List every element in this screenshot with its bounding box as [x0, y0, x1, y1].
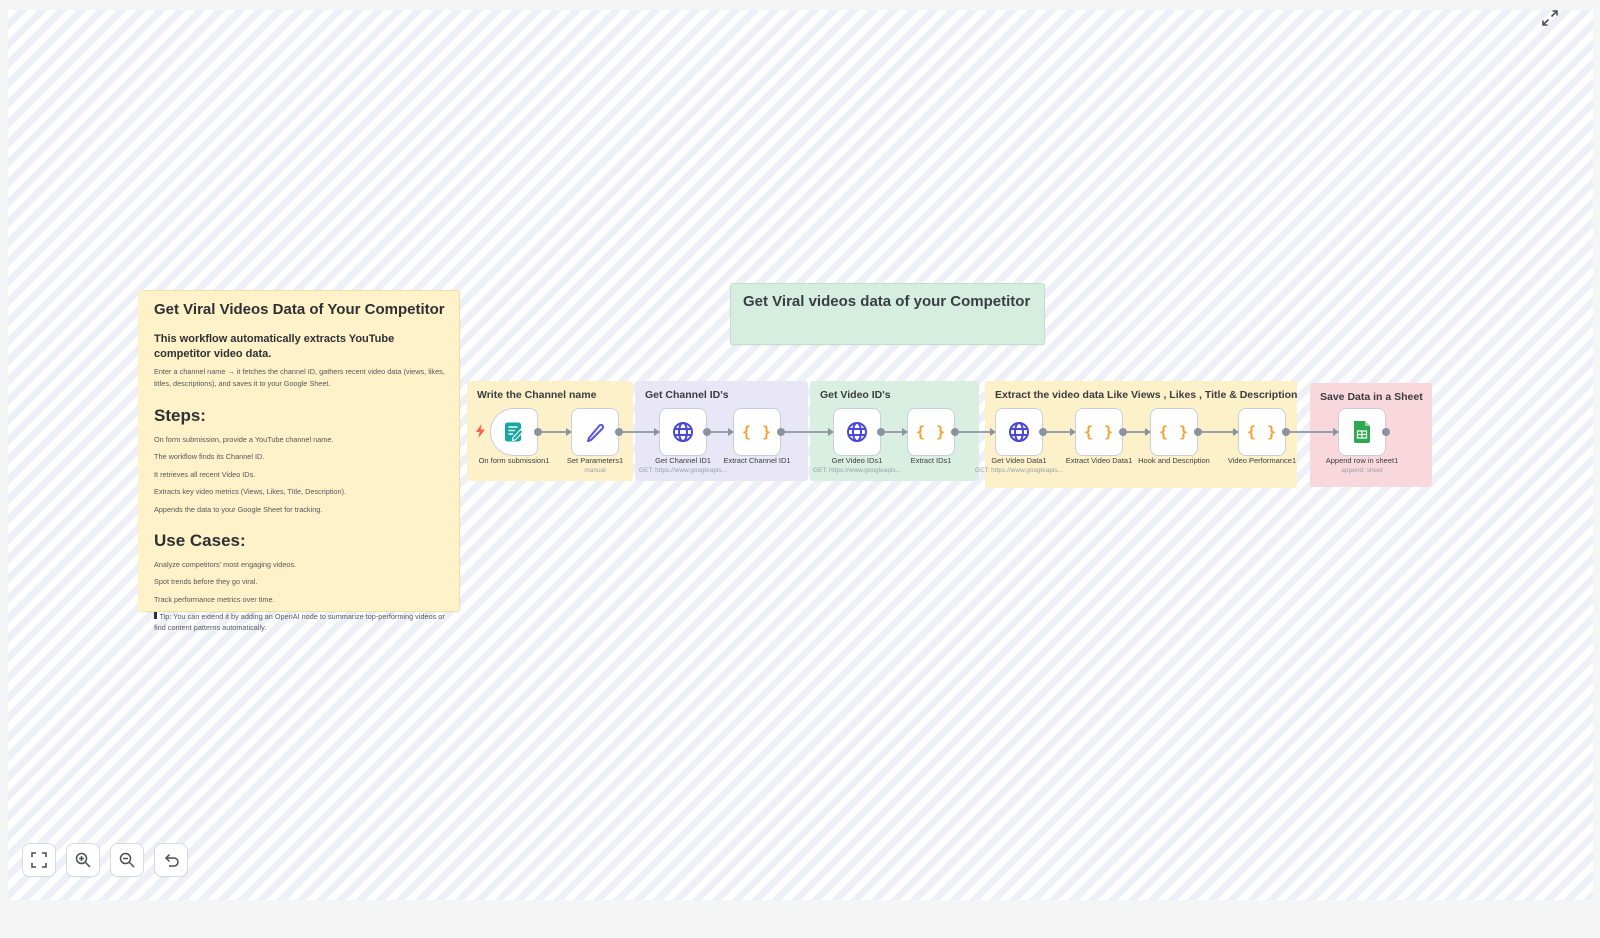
globe-icon [1007, 420, 1031, 444]
node-set-parameters[interactable] [566, 408, 623, 456]
input-port [902, 427, 908, 436]
output-port[interactable] [703, 428, 711, 436]
connection-wire [540, 431, 569, 433]
step-item: On form submission, provide a YouTube ch… [154, 434, 334, 444]
sticky-note-description[interactable]: Get Viral Videos Data of Your Competitor… [138, 290, 460, 632]
output-port[interactable] [951, 428, 959, 436]
input-port [990, 427, 996, 436]
connection-wire [621, 431, 657, 433]
note-intro: Enter a channel name → it fetches the ch… [154, 367, 445, 388]
step-item: The workflow finds its Channel ID. [154, 452, 265, 462]
connection-wire [1045, 431, 1073, 433]
zoom-out-icon [119, 852, 135, 868]
use-cases-heading: Use Cases: [154, 530, 246, 550]
code-braces-icon: { } [1083, 423, 1115, 441]
node-on-form-submission[interactable] [490, 408, 542, 456]
output-port[interactable] [1039, 428, 1047, 436]
node-extract-ids[interactable]: { } [902, 408, 959, 456]
fit-view-button[interactable] [22, 843, 56, 877]
expand-icon[interactable] [1540, 8, 1560, 28]
node-extract-video-data[interactable]: { } [1070, 408, 1127, 456]
form-trigger-icon [503, 421, 525, 443]
step-item: Extracts key video metrics (Views, Likes… [154, 487, 347, 497]
zoom-out-button[interactable] [110, 843, 144, 877]
code-braces-icon: { } [915, 423, 947, 441]
output-port[interactable] [877, 428, 885, 436]
group-label: Extract the video data Like Views , Like… [995, 389, 1298, 401]
connection-wire [1288, 431, 1336, 433]
output-port[interactable] [1119, 428, 1127, 436]
output-port[interactable] [1282, 428, 1290, 436]
output-port[interactable] [1194, 428, 1202, 436]
lightbulb-icon [154, 612, 157, 620]
steps-heading: Steps: [154, 405, 206, 425]
input-port [1233, 427, 1239, 436]
google-sheets-icon [1352, 420, 1372, 444]
connection-wire [957, 431, 993, 433]
node-get-video-ids[interactable] [828, 408, 885, 456]
node-video-performance[interactable]: { } [1233, 408, 1290, 456]
node-hook-and-description[interactable]: { } [1145, 408, 1202, 456]
zoom-in-icon [75, 852, 91, 868]
note-tip: Tip: You can extend it by adding an Open… [154, 612, 445, 633]
connection-wire [1200, 431, 1236, 433]
input-port [828, 427, 834, 436]
output-port[interactable] [534, 428, 542, 436]
connection-wire [783, 431, 831, 433]
sticky-note-board-title[interactable]: Get Viral videos data of your Competitor [730, 283, 1045, 345]
globe-icon [845, 420, 869, 444]
zoom-in-button[interactable] [66, 843, 100, 877]
output-port[interactable] [1382, 428, 1390, 436]
input-port [654, 427, 660, 436]
use-case-item: Spot trends before they go viral. [154, 577, 258, 587]
lightning-bolt-icon [475, 424, 486, 438]
group-label: Get Channel ID's [645, 389, 729, 401]
step-item: It retrieves all recent Video IDs. [154, 469, 256, 479]
globe-icon [671, 420, 695, 444]
node-get-channel-id[interactable] [654, 408, 711, 456]
use-case-item: Analyze competitors' most engaging video… [154, 559, 297, 569]
group-label: Write the Channel name [477, 389, 597, 401]
node-append-row-sheet[interactable] [1333, 408, 1390, 456]
code-braces-icon: { } [1158, 423, 1190, 441]
group-label: Save Data in a Sheet [1320, 391, 1423, 403]
node-get-video-data[interactable] [990, 408, 1047, 456]
connection-wire [709, 431, 731, 433]
code-braces-icon: { } [741, 423, 773, 441]
pencil-icon [584, 421, 606, 443]
undo-button[interactable] [154, 843, 188, 877]
step-item: Appends the data to your Google Sheet fo… [154, 504, 323, 514]
output-port[interactable] [615, 428, 623, 436]
node-extract-channel-id[interactable]: { } [728, 408, 785, 456]
input-port [728, 427, 734, 436]
group-label: Get Video ID's [820, 389, 891, 401]
undo-icon [163, 853, 180, 868]
input-port [566, 427, 572, 436]
input-port [1333, 427, 1339, 436]
note-subtitle: This workflow automatically extracts You… [154, 333, 395, 360]
fit-view-icon [31, 852, 47, 868]
board-title: Get Viral videos data of your Competitor [743, 293, 1031, 310]
connection-wire [883, 431, 905, 433]
use-case-item: Track performance metrics over time. [154, 594, 275, 604]
output-port[interactable] [777, 428, 785, 436]
note-title: Get Viral Videos Data of Your Competitor [154, 301, 445, 318]
connection-wire [1125, 431, 1148, 433]
input-port [1070, 427, 1076, 436]
input-port [1145, 427, 1151, 436]
code-braces-icon: { } [1246, 423, 1278, 441]
